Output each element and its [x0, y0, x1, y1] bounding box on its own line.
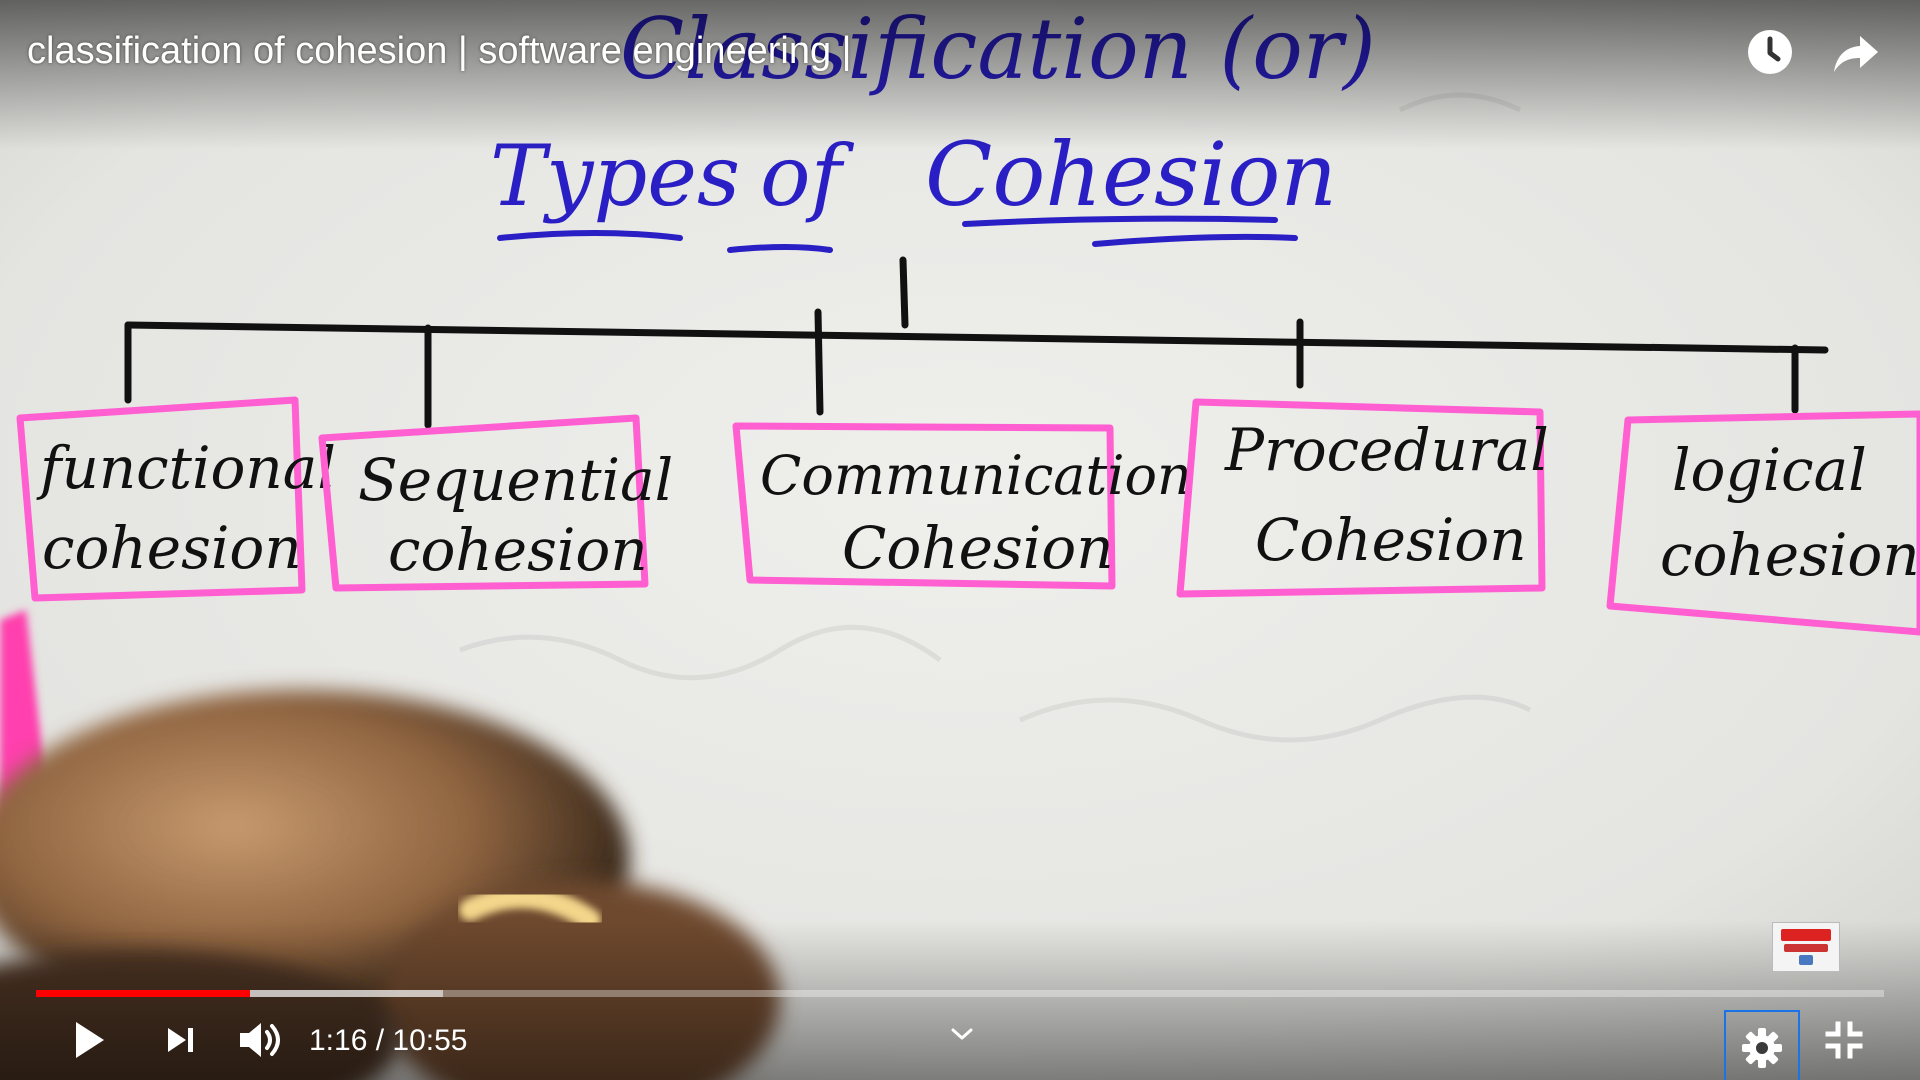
- box-procedural: Procedural Cohesion: [1176, 398, 1549, 598]
- top-right-actions: [1746, 28, 1880, 76]
- box-logical: logical cohesion: [1606, 410, 1920, 636]
- box-procedural-line1: Procedural: [1224, 416, 1549, 484]
- board-heading-cohesion: Cohesion: [925, 123, 1337, 226]
- thumbs-up-icon: [1799, 955, 1813, 965]
- play-button[interactable]: [60, 1014, 116, 1066]
- box-procedural-line2: Cohesion: [1255, 506, 1527, 574]
- box-functional-line1: functional: [36, 434, 336, 502]
- play-icon: [76, 1022, 104, 1058]
- box-sequential-line2: cohesion: [388, 516, 648, 584]
- channel-subscribe-watermark[interactable]: [1772, 922, 1840, 972]
- box-communication-line2: Cohesion: [842, 514, 1114, 582]
- chevron-down-icon: [951, 1028, 973, 1040]
- tree-connectors: [124, 256, 1829, 429]
- chevron-down-button[interactable]: [942, 1018, 982, 1050]
- share-icon[interactable]: [1832, 28, 1880, 76]
- progress-bar[interactable]: [36, 990, 1884, 997]
- gear-icon: [1742, 1028, 1782, 1068]
- next-button[interactable]: [152, 1014, 208, 1066]
- volume-icon: [240, 1023, 280, 1057]
- heading-underlines: [497, 215, 1298, 253]
- next-icon: [168, 1028, 193, 1052]
- watermark-subscribe: [1784, 944, 1828, 952]
- presenter-hand: [0, 610, 780, 1080]
- board-heading-types: Types: [490, 127, 740, 225]
- watch-later-icon[interactable]: [1746, 28, 1794, 76]
- time-display: 1:16 / 10:55: [309, 1024, 468, 1057]
- box-communication-line1: Communication: [760, 444, 1192, 507]
- box-logical-line1: logical: [1672, 436, 1867, 504]
- exit-fullscreen-button[interactable]: [1816, 1014, 1872, 1066]
- box-communication: Communication Cohesion: [732, 422, 1192, 590]
- box-logical-line2: cohesion: [1660, 521, 1920, 589]
- progress-track: [36, 990, 1884, 997]
- box-functional-line2: cohesion: [42, 514, 302, 582]
- box-functional: functional cohesion: [16, 396, 336, 602]
- board-heading-of: of: [760, 127, 855, 225]
- box-sequential: Sequential cohesion: [318, 414, 673, 592]
- mute-button[interactable]: [232, 1014, 288, 1066]
- settings-button[interactable]: [1724, 1010, 1800, 1080]
- box-sequential-line1: Sequential: [358, 446, 673, 514]
- progress-played: [36, 990, 251, 997]
- video-title[interactable]: classification of cohesion | software en…: [27, 30, 852, 72]
- player-controls: 1:16 / 10:55: [0, 1010, 1920, 1080]
- watermark-logo: [1781, 929, 1831, 941]
- exit-fullscreen-icon: [1825, 1021, 1863, 1059]
